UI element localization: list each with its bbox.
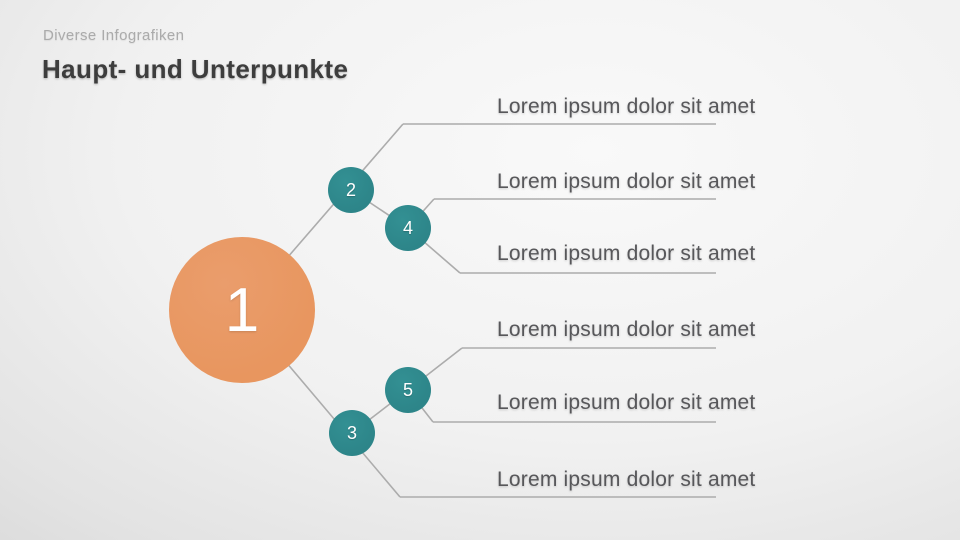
callout-item-5: Lorem ipsum dolor sit amet xyxy=(497,391,756,414)
callout-item-1: Lorem ipsum dolor sit amet xyxy=(497,95,756,118)
node-3: 3 xyxy=(329,410,375,456)
node-4: 4 xyxy=(385,205,431,251)
callout-item-2: Lorem ipsum dolor sit amet xyxy=(497,170,756,193)
node-5: 5 xyxy=(385,367,431,413)
callout-item-6: Lorem ipsum dolor sit amet xyxy=(497,468,756,491)
node-main-1-label: 1 xyxy=(224,275,260,345)
node-2-label: 2 xyxy=(345,179,356,200)
slide-eyebrow: Diverse Infografiken xyxy=(43,27,185,44)
node-3-label: 3 xyxy=(346,422,357,443)
node-2: 2 xyxy=(328,167,374,213)
node-4-label: 4 xyxy=(402,217,413,238)
node-main-1: 1 xyxy=(169,237,315,383)
page-title: Haupt- und Unterpunkte xyxy=(42,54,349,84)
node-5-label: 5 xyxy=(402,379,413,400)
callout-item-3: Lorem ipsum dolor sit amet xyxy=(497,242,756,265)
callout-item-4: Lorem ipsum dolor sit amet xyxy=(497,318,756,341)
